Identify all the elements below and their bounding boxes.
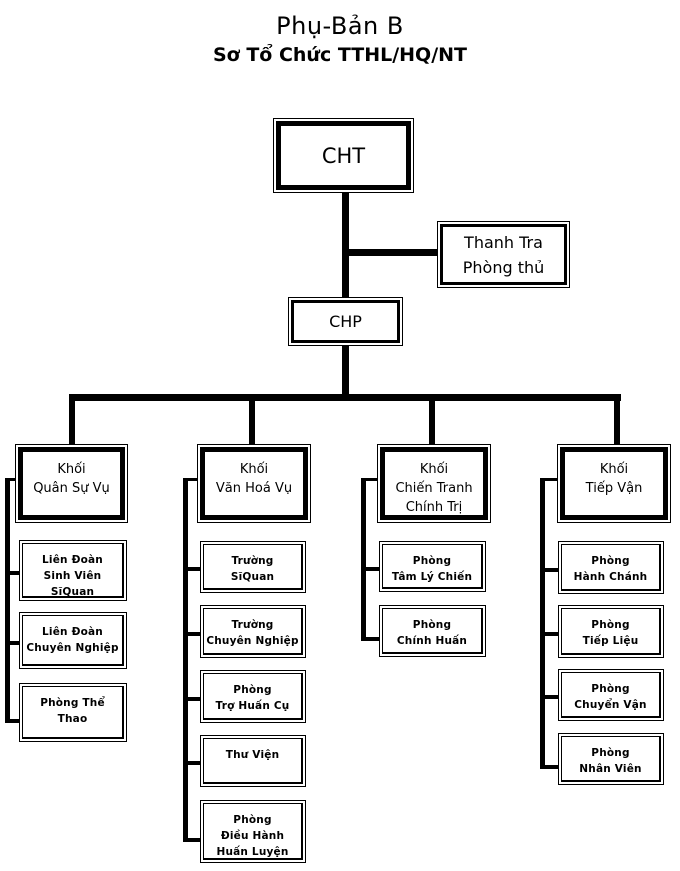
connector-spine-1 bbox=[5, 478, 10, 722]
node-label: CHT bbox=[321, 143, 366, 168]
connector-spine-4 bbox=[540, 478, 545, 768]
node-label: Liên Đoàn bbox=[42, 626, 103, 638]
node-label: Sinh Viên bbox=[43, 570, 102, 582]
node-label: Chính Trị bbox=[405, 500, 463, 515]
node-label: Huấn Luyện bbox=[216, 846, 289, 858]
node-label: Chuyển Vận bbox=[574, 699, 647, 711]
connector-chp-bus bbox=[342, 345, 349, 401]
connector-drop-2 bbox=[249, 394, 255, 446]
node-label: Chiến Tranh bbox=[395, 481, 473, 496]
node-label: Văn Hoá Vụ bbox=[215, 481, 293, 496]
connector-unit bbox=[183, 697, 201, 701]
node-label: Tiếp Vận bbox=[585, 481, 643, 496]
connector-spine-3 bbox=[361, 478, 366, 640]
node-label: Tiếp Liệu bbox=[582, 635, 639, 647]
node-label: Thanh Tra bbox=[464, 232, 543, 252]
node-chp: CHP bbox=[288, 297, 403, 346]
node-label: Phòng bbox=[233, 684, 272, 696]
node-label: Điều Hành bbox=[220, 830, 285, 842]
connector-unit bbox=[540, 695, 559, 699]
node-label: Thao bbox=[57, 713, 88, 725]
node-label: Chuyên Nghiệp bbox=[26, 642, 119, 654]
diagram-title: Phụ-Bản B bbox=[276, 12, 404, 40]
node-label: Trường bbox=[231, 619, 274, 631]
connector-drop-4 bbox=[614, 394, 620, 446]
node-label: Tâm Lý Chiến bbox=[391, 571, 473, 583]
connector-cht-chp bbox=[342, 192, 349, 298]
connector-unit bbox=[183, 761, 201, 765]
node-label: Quân Sự Vụ bbox=[33, 481, 110, 496]
node-label: Khối bbox=[57, 462, 86, 477]
node-label: Hành Chánh bbox=[573, 571, 648, 583]
connector-khoi-link-4 bbox=[540, 478, 559, 481]
connector-unit bbox=[540, 632, 559, 636]
node-label: Liên Đoàn bbox=[42, 554, 103, 566]
node-label: Phòng bbox=[233, 814, 272, 826]
connector-drop-1 bbox=[69, 394, 75, 446]
connector-thanh-tra bbox=[345, 249, 438, 256]
connector-unit bbox=[183, 632, 201, 636]
node-label: Nhân Viên bbox=[579, 763, 642, 775]
node-label: SĩQuan bbox=[50, 586, 95, 598]
connector-unit bbox=[183, 567, 201, 571]
connector-unit bbox=[5, 719, 20, 723]
connector-khoi-link-1 bbox=[5, 478, 17, 481]
connector-unit bbox=[361, 567, 380, 571]
connector-unit bbox=[183, 838, 201, 842]
node-label: CHP bbox=[329, 312, 362, 331]
node-label: Phòng bbox=[591, 747, 630, 759]
node-cht: CHT bbox=[273, 118, 414, 193]
connector-unit bbox=[5, 571, 20, 575]
node-label: Phòng Thể bbox=[40, 697, 105, 709]
connector-unit bbox=[540, 568, 559, 572]
connector-khoi-link-2 bbox=[183, 478, 199, 481]
connector-khoi-link-3 bbox=[361, 478, 379, 481]
connector-bus bbox=[69, 394, 621, 401]
node-unit: Thư Viện bbox=[200, 735, 306, 787]
connector-drop-3 bbox=[429, 394, 435, 446]
connector-unit bbox=[540, 765, 559, 769]
node-label: Phòng thủ bbox=[462, 257, 545, 277]
node-label: Phòng bbox=[591, 683, 630, 695]
diagram-subtitle: Sơ Tổ Chức TTHL/HQ/NT bbox=[212, 44, 467, 66]
node-label: Phòng bbox=[412, 555, 452, 567]
node-label: Phòng bbox=[591, 555, 630, 567]
connector-unit bbox=[361, 637, 380, 641]
node-label: Khối bbox=[419, 462, 449, 477]
node-label: Khối bbox=[239, 462, 269, 477]
node-label: SĩQuan bbox=[230, 571, 275, 583]
node-thanh-tra: Thanh Tra Phòng thủ bbox=[437, 221, 570, 288]
node-label: Chuyên Nghiệp bbox=[206, 635, 299, 647]
node-label: Trường bbox=[231, 555, 274, 567]
connector-unit bbox=[5, 641, 20, 645]
node-label: Chính Huấn bbox=[396, 635, 468, 647]
node-label: Khối bbox=[599, 462, 629, 477]
connector-spine-2 bbox=[183, 478, 188, 841]
node-label: Thư Viện bbox=[225, 749, 280, 761]
node-label: Phòng bbox=[591, 619, 630, 631]
node-label: Phòng bbox=[412, 619, 452, 631]
node-label: Trợ Huấn Cụ bbox=[215, 700, 290, 712]
